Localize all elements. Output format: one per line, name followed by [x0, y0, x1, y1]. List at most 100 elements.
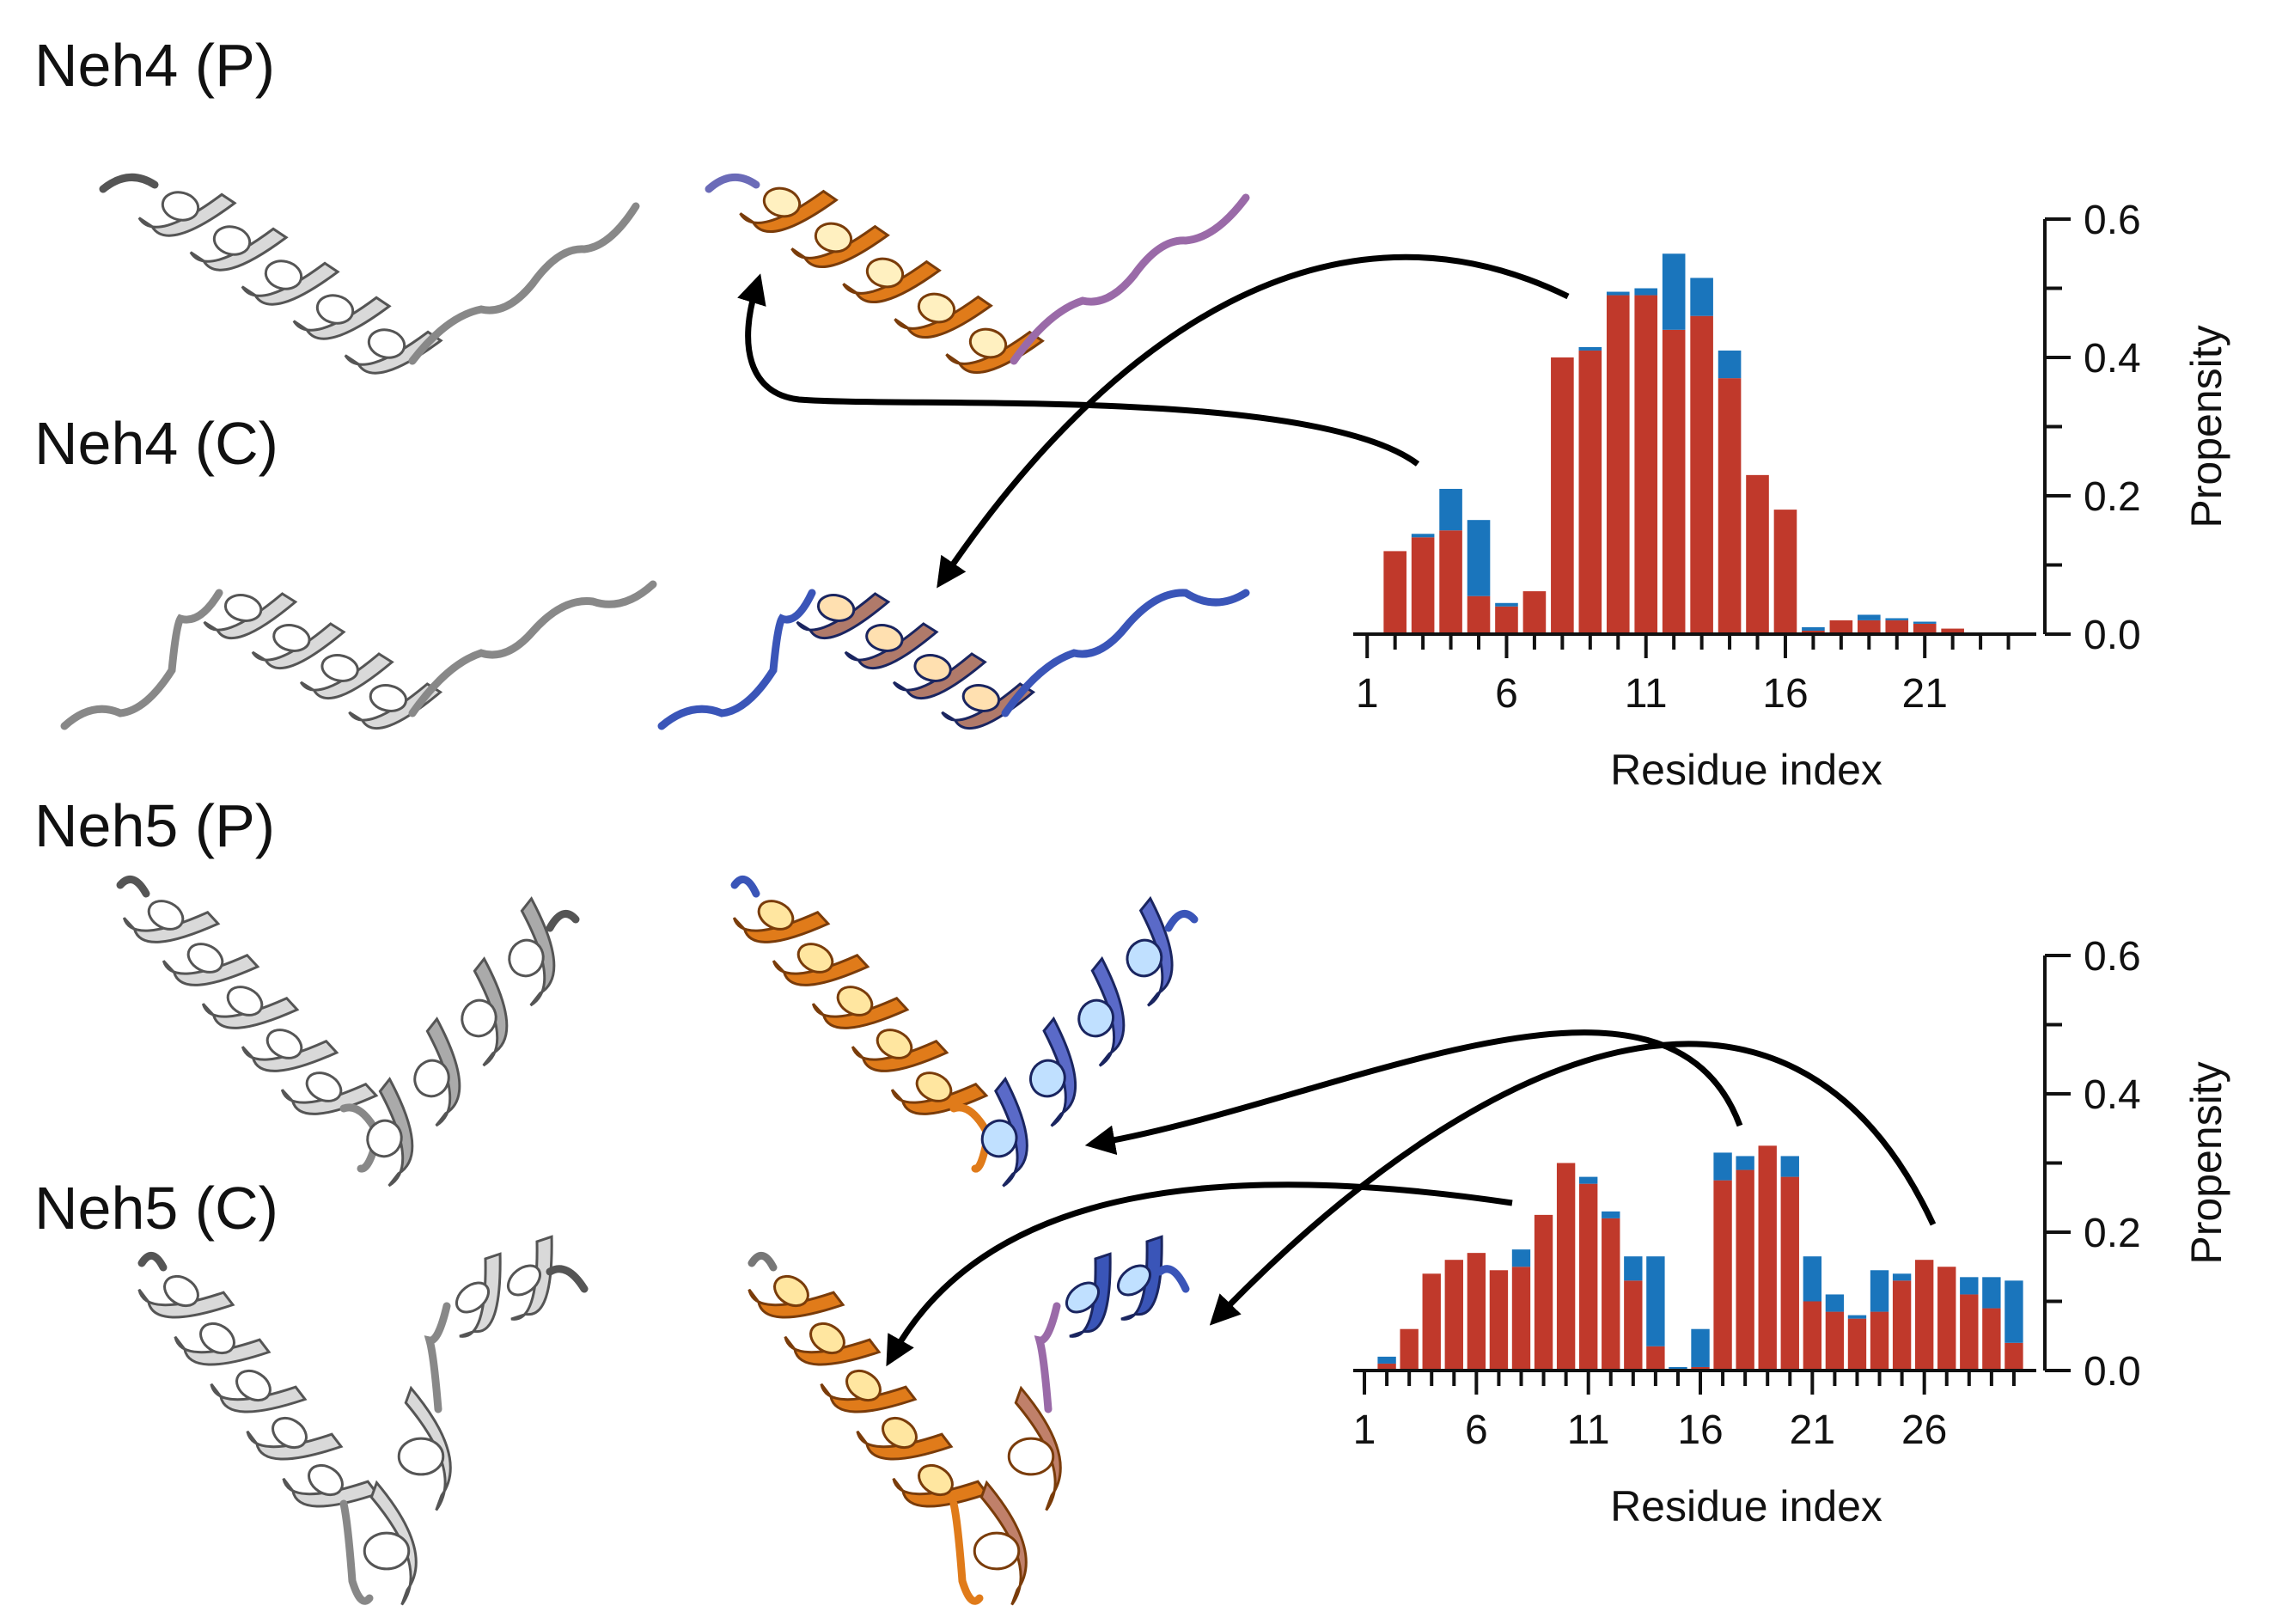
- bar-blue-20: [1780, 1156, 1799, 1177]
- bar-red-24: [1870, 1311, 1889, 1371]
- helix-structure-icon: [122, 900, 379, 1115]
- x-axis-title: Residue index: [1610, 746, 1882, 794]
- bar-blue-11: [1634, 288, 1658, 296]
- bar-blue-12: [1662, 253, 1686, 330]
- helix-structure-icon: [1065, 1235, 1163, 1338]
- y-tick-label: 0.4: [2084, 1072, 2141, 1118]
- panel-label-neh5-c: Neh5 (C): [34, 1175, 278, 1242]
- helix-structure-icon: [363, 1385, 452, 1606]
- bar-red-28: [1960, 1294, 1979, 1371]
- x-tick-label: 21: [1790, 1407, 1835, 1453]
- helix-structure-icon: [973, 1385, 1062, 1606]
- bar-red-3: [1411, 537, 1435, 634]
- y-tick-label: 0.0: [2084, 1349, 2141, 1395]
- y-tick-label: 0.2: [2084, 1211, 2141, 1256]
- coil-segment: [1010, 193, 1250, 365]
- bar-red-18: [1829, 620, 1853, 634]
- bar-red-27: [1937, 1267, 1956, 1371]
- x-tick-label: 26: [1901, 1407, 1947, 1453]
- helix-structure-icon: [747, 1274, 990, 1508]
- x-tick-label: 16: [1762, 671, 1808, 717]
- bar-red-6: [1467, 1253, 1486, 1371]
- y-axis-title: Propensity: [2182, 325, 2230, 528]
- bar-red-29: [1982, 1308, 2001, 1371]
- y-tick-label: 0.0: [2084, 613, 2141, 658]
- bar-red-22: [1825, 1311, 1845, 1371]
- coil-segment: [339, 1499, 374, 1605]
- bar-blue-22: [1825, 1294, 1845, 1312]
- x-tick-label: 16: [1677, 1407, 1723, 1453]
- arrow-icon: [737, 273, 1420, 467]
- bar-red-19: [1858, 620, 1881, 634]
- bar-blue-8: [1511, 1249, 1531, 1267]
- helix-structure-icon: [137, 1274, 380, 1508]
- bar-red-17: [1802, 630, 1825, 634]
- bar-blue-12: [1602, 1211, 1620, 1218]
- bar-red-2: [1383, 551, 1406, 634]
- bar-red-14: [1718, 378, 1742, 634]
- x-tick-label: 21: [1902, 671, 1948, 717]
- bar-red-5: [1467, 595, 1491, 634]
- bar-blue-19: [1858, 614, 1881, 620]
- arrow-icon: [937, 253, 1570, 589]
- bar-blue-2: [1377, 1356, 1396, 1364]
- bar-blue-5: [1467, 520, 1491, 596]
- y-axis-title: Propensity: [2182, 1061, 2230, 1264]
- bar-red-18: [1736, 1169, 1754, 1371]
- bar-blue-21: [1803, 1256, 1822, 1302]
- bar-blue-30: [2004, 1280, 2023, 1343]
- x-tick-label: 6: [1495, 671, 1518, 717]
- y-tick-label: 0.2: [2084, 474, 2141, 520]
- helix-structure-icon: [796, 592, 1036, 730]
- panel-label-neh5-p: Neh5 (P): [34, 792, 275, 859]
- bar-red-26: [1914, 1260, 1934, 1371]
- bar-blue-21: [1913, 621, 1937, 624]
- x-axis-title: Residue index: [1610, 1482, 1882, 1530]
- bar-red-4: [1422, 1273, 1441, 1371]
- coil-segment: [137, 1252, 168, 1272]
- bar-red-17: [1713, 1180, 1732, 1371]
- bar-red-4: [1439, 530, 1462, 634]
- bar-blue-20: [1885, 618, 1909, 620]
- bar-red-12: [1662, 329, 1686, 634]
- bar-red-6: [1495, 606, 1518, 634]
- bar-blue-3: [1411, 534, 1435, 538]
- bar-red-7: [1522, 591, 1547, 634]
- coil-segment: [705, 173, 760, 193]
- y-tick-label: 0.6: [2084, 934, 2141, 980]
- arrows: [737, 253, 1937, 1367]
- helix-structure-icon: [739, 186, 1045, 374]
- y-tick-label: 0.4: [2084, 336, 2141, 382]
- bar-red-12: [1602, 1218, 1620, 1371]
- coil-segment: [546, 909, 580, 932]
- bar-red-9: [1578, 350, 1602, 634]
- bar-red-30: [2004, 1342, 2023, 1371]
- bar-red-22: [1941, 628, 1964, 634]
- bar-red-16: [1691, 1366, 1710, 1371]
- bar-blue-23: [1847, 1315, 1867, 1319]
- bar-blue-10: [1606, 291, 1630, 296]
- coil-segment: [99, 173, 159, 193]
- coil-segment: [730, 876, 760, 898]
- x-tick-label: 11: [1625, 671, 1668, 717]
- bar-red-8: [1511, 1267, 1531, 1371]
- bar-blue-29: [1982, 1277, 2001, 1309]
- bar-blue-13: [1690, 278, 1713, 316]
- y-tick-label: 0.6: [2084, 198, 2141, 243]
- bar-blue-16: [1691, 1328, 1710, 1367]
- coil-segment: [1001, 589, 1250, 717]
- arrow-icon: [1084, 1029, 1743, 1156]
- bar-red-11: [1579, 1183, 1598, 1371]
- panel-label-neh4-c: Neh4 (C): [34, 410, 278, 477]
- bar-blue-24: [1870, 1270, 1889, 1312]
- coil-segment: [1164, 909, 1199, 932]
- bar-blue-17: [1713, 1152, 1732, 1181]
- bar-blue-9: [1578, 346, 1602, 351]
- coil-segment: [949, 1499, 984, 1605]
- helix-structures: [60, 173, 1250, 1606]
- bar-blue-4: [1439, 488, 1462, 531]
- panel-label-neh4-p: Neh4 (P): [34, 32, 275, 99]
- x-tick-label: 6: [1465, 1407, 1488, 1453]
- bar-red-13: [1624, 1280, 1643, 1371]
